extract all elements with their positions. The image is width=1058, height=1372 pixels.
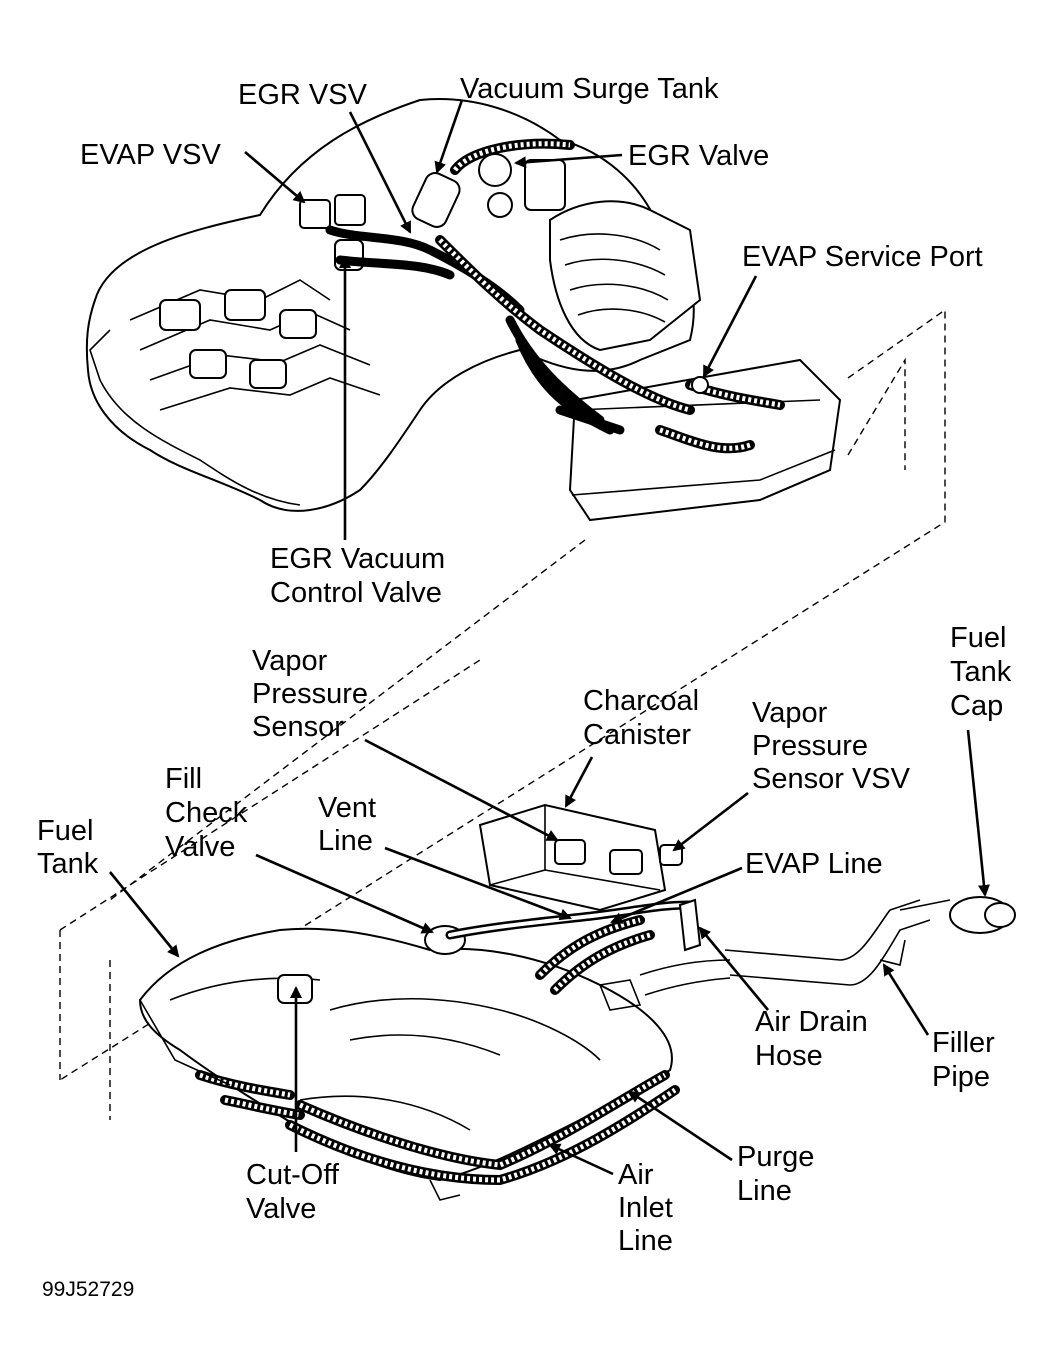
label-evap-service-port: EVAP Service Port xyxy=(742,241,983,273)
arrow-egr-valve xyxy=(514,153,623,169)
figure-code: 99J52729 xyxy=(42,1278,134,1301)
leader-arrows xyxy=(108,99,990,1176)
arrow-vapor-pressure-sensor xyxy=(364,738,559,842)
label-fill-check-valve: Fill Check Valve xyxy=(165,763,255,863)
label-filler-pipe: Filler Pipe xyxy=(932,1027,1003,1093)
label-purge-line: Purge Line xyxy=(737,1141,822,1207)
label-air-drain-hose: Air Drain Hose xyxy=(755,1006,876,1072)
projection-lines xyxy=(59,308,946,1120)
arrow-fuel-tank-cap xyxy=(966,729,990,897)
label-vacuum-surge-tank: Vacuum Surge Tank xyxy=(460,73,719,105)
label-fuel-tank: Fuel Tank xyxy=(37,815,101,880)
label-charcoal-canister: Charcoal Canister xyxy=(583,685,707,751)
arrow-vapor-pressure-sensor-vsv xyxy=(672,791,749,852)
arrow-fuel-tank xyxy=(108,871,180,958)
arrow-charcoal-canister xyxy=(564,756,594,808)
arrow-air-inlet-line xyxy=(548,1143,614,1176)
arrow-vent-line xyxy=(384,846,572,921)
label-fuel-tank-cap: Fuel Tank Cap xyxy=(950,622,1019,722)
labels: EGR VSV Vacuum Surge Tank EVAP VSV EGR V… xyxy=(37,73,1019,1301)
label-evap-vsv: EVAP VSV xyxy=(80,139,221,171)
label-egr-vsv: EGR VSV xyxy=(238,79,368,111)
arrow-filler-pipe xyxy=(882,963,930,1036)
label-egr-valve: EGR Valve xyxy=(628,140,769,172)
arrow-air-drain-hose xyxy=(698,926,770,1011)
fuel-system-illustration xyxy=(138,803,1016,1201)
engine-illustration xyxy=(85,98,842,522)
label-vapor-pressure-sensor: Vapor Pressure Sensor xyxy=(252,645,376,743)
arrow-evap-vsv xyxy=(244,151,306,204)
label-egr-vacuum-control-valve: EGR Vacuum Control Valve xyxy=(270,543,453,609)
label-cut-off-valve: Cut-Off Valve xyxy=(246,1159,347,1225)
label-vent-line: Vent Line xyxy=(318,792,384,857)
arrow-fill-check-valve xyxy=(255,853,434,934)
label-air-inlet-line: Air Inlet Line xyxy=(618,1159,681,1257)
arrow-egr-vsv xyxy=(348,111,412,234)
arrow-vacuum-surge-tank xyxy=(434,99,464,174)
arrow-purge-line xyxy=(628,1090,733,1162)
arrow-evap-line xyxy=(610,866,743,924)
arrow-evap-service-port xyxy=(702,275,758,378)
label-vapor-pressure-sensor-vsv: Vapor Pressure Sensor VSV xyxy=(752,697,911,795)
label-evap-line: EVAP Line xyxy=(745,848,883,880)
